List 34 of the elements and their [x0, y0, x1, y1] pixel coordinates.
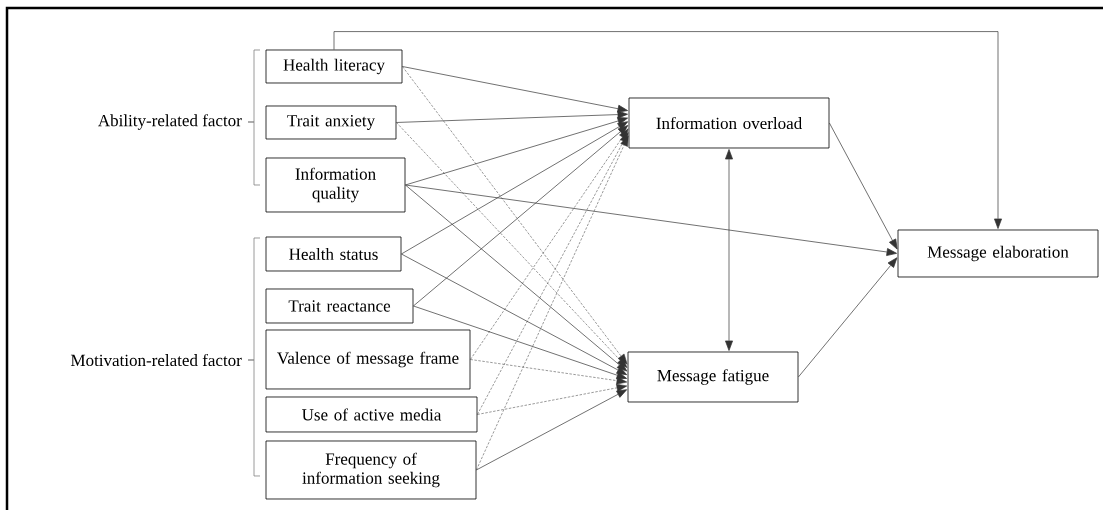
arrow: [405, 184, 628, 372]
arrow: [798, 257, 898, 378]
arrow: [401, 121, 629, 255]
arrow: [725, 149, 733, 351]
arrow: [477, 383, 628, 415]
variable-box: Valence of message frame: [265, 329, 471, 390]
arrow: [829, 122, 898, 250]
arrow: [470, 359, 628, 385]
group-label: Ability-related factor: [98, 114, 242, 130]
arrow: [396, 110, 628, 123]
variable-box: Use of active media: [265, 396, 478, 433]
variable-box: Trait reactance: [265, 288, 414, 324]
variable-box: Health literacy: [265, 49, 403, 84]
variable-box: Health status: [265, 236, 402, 272]
variable-box: Message fatigue: [627, 351, 799, 403]
arrow: [470, 128, 629, 360]
variable-box: Frequency of information seeking: [265, 440, 477, 500]
arrow: [405, 117, 628, 186]
variable-box: Trait anxiety: [265, 105, 397, 140]
arrow: [413, 125, 629, 307]
variable-box: Message elaboration: [897, 229, 1099, 278]
arrow: [396, 122, 628, 368]
arrow: [333, 31, 1002, 229]
arrow: [402, 66, 628, 365]
arrow: [401, 253, 628, 376]
arrow: [477, 132, 629, 415]
arrow: [402, 66, 628, 113]
arrow: [476, 135, 629, 471]
arrow: [476, 389, 628, 471]
arrow: [413, 305, 627, 380]
group-label: Motivation-related factor: [70, 353, 242, 367]
arrow: [405, 184, 897, 256]
variable-box: Information overload: [628, 97, 830, 149]
variable-box: Information quality: [265, 157, 406, 213]
